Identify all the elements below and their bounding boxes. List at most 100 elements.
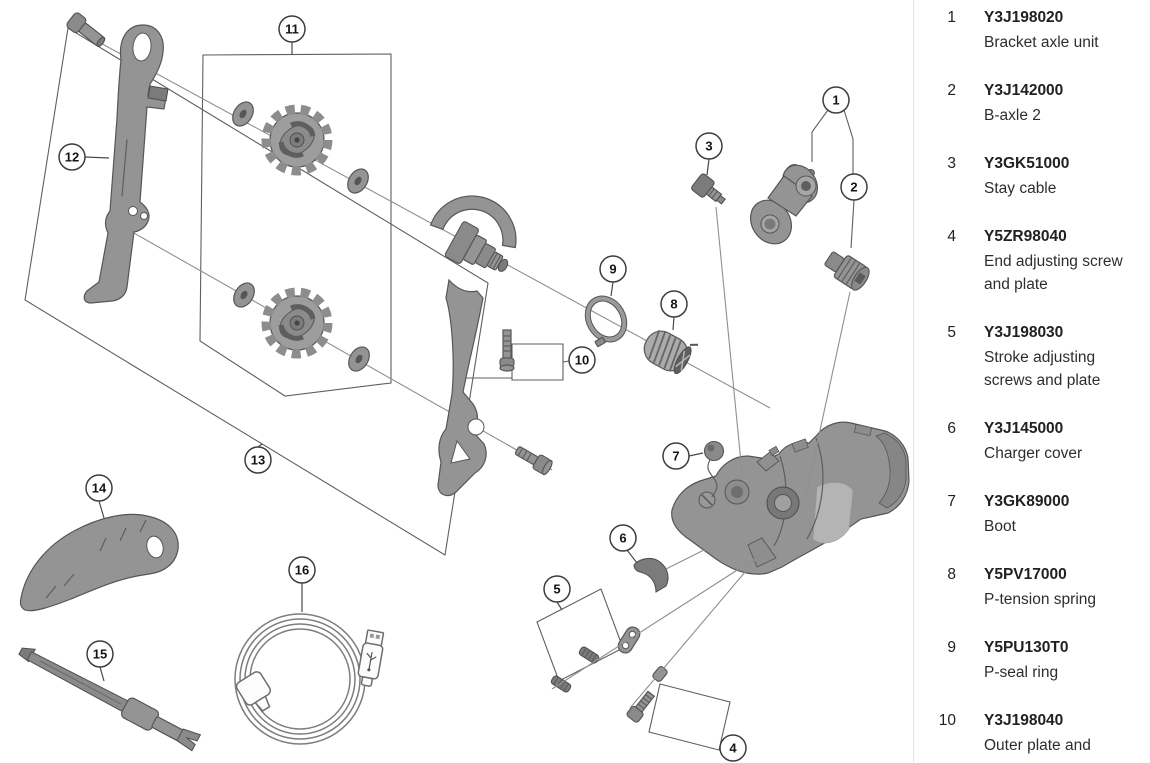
svg-text:13: 13 [251, 453, 265, 468]
callout-14: 14 [85, 474, 113, 502]
svg-text:15: 15 [93, 647, 107, 662]
part-number: Y3J145000 [984, 420, 1064, 437]
part-number: Y5PV17000 [984, 566, 1067, 583]
part-index: 4 [947, 228, 956, 245]
part-index: 9 [947, 639, 956, 656]
group-4-outline [648, 683, 731, 751]
callout-13: 13 [244, 446, 272, 474]
part-description: End adjusting screw and plate [984, 253, 1123, 293]
svg-text:6: 6 [619, 531, 626, 546]
callout-1-bracket [811, 109, 854, 174]
part-number: Y3GK51000 [984, 155, 1070, 172]
jockey-pulley-lower [261, 287, 333, 359]
callout-11: 11 [278, 15, 306, 43]
part-description: Outer plate and [984, 737, 1091, 754]
group-11-outline [199, 53, 392, 397]
part-number: Y3J198040 [984, 712, 1064, 729]
callout-1: 1 [822, 86, 850, 114]
part-index: 7 [947, 493, 956, 510]
charger-cover [633, 548, 707, 593]
p-seal-ring [584, 295, 628, 348]
callout-16: 16 [288, 556, 316, 584]
part-number: Y3GK89000 [984, 493, 1070, 510]
part-number: Y5ZR98040 [984, 228, 1067, 245]
part-description: P-seal ring [984, 664, 1059, 681]
stay-cable [691, 173, 726, 205]
part-row: 1 Y3J198020 Bracket axle unit [930, 7, 1150, 54]
part-row: 10 Y3J198040 Outer plate and [930, 710, 1150, 757]
charging-cable [234, 613, 385, 745]
part-description: Stay cable [984, 180, 1057, 197]
part-row: 9 Y5PU130T0 P-seal ring [930, 637, 1150, 684]
part-index: 10 [938, 712, 956, 729]
pulley-washer-upper-right [347, 168, 369, 194]
part-number: Y5PU130T0 [984, 639, 1069, 656]
part-row: 2 Y3J142000 B-axle 2 [930, 80, 1150, 127]
jockey-pulley-upper [261, 104, 333, 176]
svg-text:8: 8 [670, 297, 677, 312]
part-index: 6 [947, 420, 956, 437]
connection-lines [551, 109, 855, 709]
part-index: 2 [947, 82, 956, 99]
svg-text:5: 5 [553, 582, 560, 597]
part-row: 5 Y3J198030 Stroke adjusting screws and … [930, 322, 1150, 392]
pulley-washer-lower-left [233, 282, 255, 308]
svg-text:11: 11 [285, 22, 299, 37]
plate-tab [147, 85, 169, 102]
group-10-outline [466, 343, 570, 381]
svg-text:3: 3 [705, 139, 712, 154]
part-description: B-axle 2 [984, 107, 1041, 124]
boot [703, 440, 725, 498]
part-description: Bracket axle unit [984, 34, 1099, 51]
part-row: 6 Y3J145000 Charger cover [930, 418, 1150, 465]
svg-text:10: 10 [575, 353, 589, 368]
callout-4: 4 [719, 734, 747, 762]
part-description: Boot [984, 518, 1016, 535]
callout-8: 8 [660, 290, 688, 318]
callout-12: 12 [58, 143, 86, 171]
svg-text:1: 1 [832, 93, 839, 108]
stroke-adjust-screw-a [578, 646, 600, 664]
usb-connector [357, 629, 385, 687]
part-index: 8 [947, 566, 956, 583]
svg-text:9: 9 [609, 262, 616, 277]
callout-2: 2 [840, 173, 868, 201]
part-description: Charger cover [984, 445, 1083, 462]
pulley-washer-upper-left [232, 101, 254, 127]
exploded-diagram: 1 2 3 4 5 6 7 8 9 10 11 12 13 14 15 16 [18, 12, 910, 762]
group-5-outline [536, 588, 624, 682]
pulley-washer-lower-right [348, 346, 370, 372]
b-axle [824, 251, 870, 291]
callout-10: 10 [568, 346, 596, 374]
stroke-adjust-screw-b [550, 675, 572, 693]
svg-text:12: 12 [65, 150, 79, 165]
svg-text:16: 16 [295, 563, 309, 578]
pulley-axle-hub [444, 221, 509, 272]
cable-guard [19, 513, 179, 612]
callout-7: 7 [662, 442, 690, 470]
bracket-axle-unit [749, 163, 819, 245]
charge-plug [235, 671, 272, 712]
svg-text:7: 7 [672, 449, 679, 464]
svg-text:4: 4 [729, 741, 737, 756]
plate-bolt-top [66, 12, 106, 47]
outer-plate [429, 195, 517, 497]
part-index: 5 [947, 324, 956, 341]
end-adjust-washer [652, 666, 668, 682]
derailleur-body [671, 421, 910, 575]
svg-text:2: 2 [850, 180, 857, 195]
part-row: 7 Y3GK89000 Boot [930, 491, 1150, 538]
parts-list-panel: 1 Y3J198020 Bracket axle unit 2 Y3J14200… [913, 0, 1150, 763]
end-adjust-bolt [626, 690, 656, 723]
part-index: 1 [947, 9, 956, 26]
callout-5: 5 [543, 575, 571, 603]
part-row: 4 Y5ZR98040 End adjusting screw and plat… [930, 226, 1150, 296]
part-description: Stroke adjusting screws and plate [984, 349, 1101, 389]
callout-3: 3 [695, 132, 723, 160]
part-description: P-tension spring [984, 591, 1097, 608]
callout-15: 15 [86, 640, 114, 668]
part-number: Y3J198030 [984, 324, 1064, 341]
plate-bolt-lower [514, 446, 553, 476]
svg-text:14: 14 [92, 481, 107, 496]
